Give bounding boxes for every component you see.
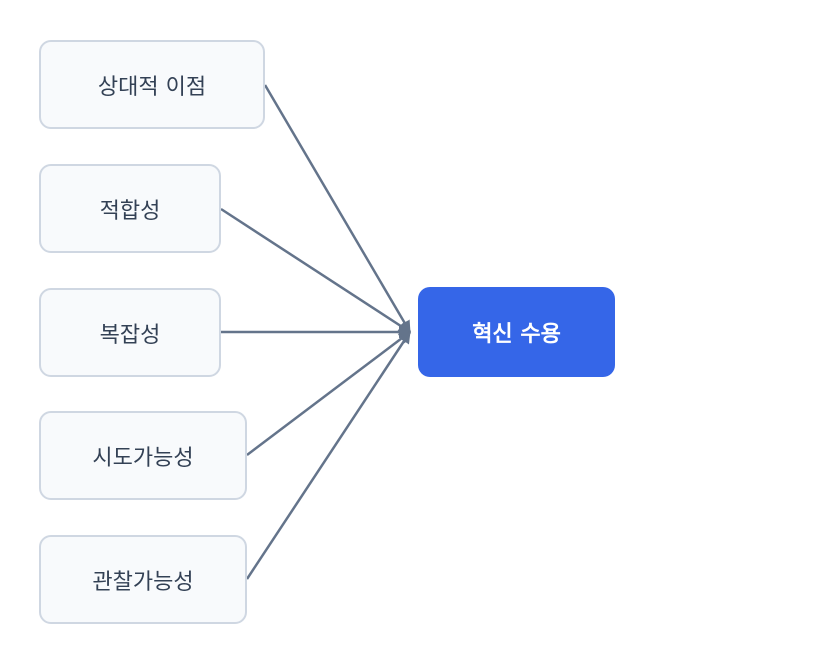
node-label: 복잡성 [99, 322, 161, 348]
node-innovation-adoption: 혁신 수용 [418, 287, 615, 377]
edge-relative-advantage [263, 84, 412, 333]
edge-observability [245, 331, 412, 580]
node-label: 적합성 [99, 198, 161, 224]
node-label: 시도가능성 [92, 445, 194, 471]
target-label: 혁신 수용 [472, 322, 561, 347]
node-label: 관찰가능성 [92, 569, 194, 595]
edge-trialability [246, 331, 411, 456]
node-observability: 관찰가능성 [39, 535, 247, 624]
node-label: 상대적 이점 [97, 74, 207, 100]
node-compatibility: 적합성 [39, 164, 221, 253]
node-complexity: 복잡성 [39, 288, 221, 377]
edge-compatibility [220, 207, 411, 334]
node-relative-advantage: 상대적 이점 [39, 40, 265, 129]
node-trialability: 시도가능성 [39, 411, 247, 500]
